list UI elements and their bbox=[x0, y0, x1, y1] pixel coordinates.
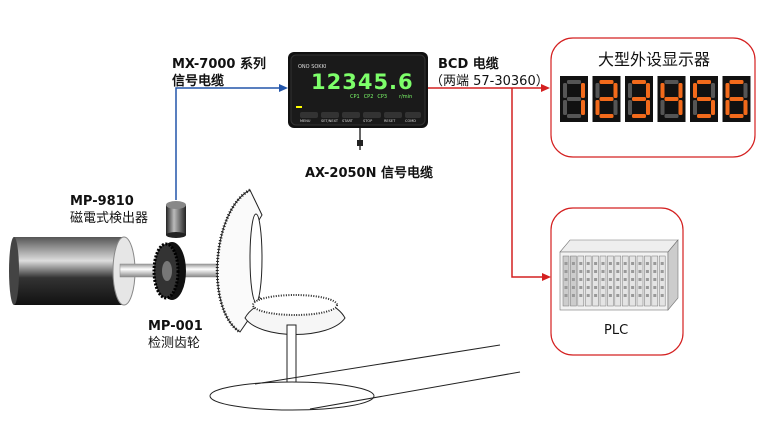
set-next-button[interactable]: SET/NEXT bbox=[321, 119, 339, 123]
segment-d bbox=[599, 114, 614, 118]
segment-e bbox=[595, 100, 600, 115]
segment-c bbox=[581, 100, 585, 115]
segment-e bbox=[725, 100, 730, 115]
mx-cable-label-2: 信号电缆 bbox=[172, 74, 225, 89]
sensor-label: MP-9810 bbox=[70, 194, 134, 209]
bcd-cable-label: BCD 电缆 bbox=[438, 57, 499, 72]
segment-f bbox=[595, 83, 600, 98]
mx-cable-label: MX-7000 系列 bbox=[172, 57, 267, 72]
device-reading: 12345.6 bbox=[311, 70, 414, 94]
segment-d bbox=[697, 114, 711, 118]
segment-g bbox=[729, 97, 744, 101]
segment-g bbox=[664, 97, 679, 101]
stop-button[interactable]: STOP bbox=[363, 119, 373, 123]
segment-g bbox=[632, 97, 646, 101]
gear-label-2: 检测齿轮 bbox=[148, 336, 201, 351]
detection-gear bbox=[152, 242, 186, 300]
mx-7000-display-unit: ONO SOKKI bbox=[288, 52, 428, 150]
segment-b bbox=[711, 83, 715, 98]
digit bbox=[657, 76, 686, 122]
plug-icon bbox=[357, 140, 363, 146]
gear-label: MP-001 bbox=[148, 319, 203, 334]
plc-icon bbox=[559, 239, 679, 311]
digit bbox=[560, 76, 588, 122]
segment-a bbox=[664, 80, 679, 84]
arrow-icon bbox=[542, 273, 551, 281]
indicator-cp3: CP3 bbox=[377, 94, 388, 100]
segment-a bbox=[729, 80, 744, 84]
segment-a bbox=[599, 80, 614, 84]
segment-d bbox=[567, 114, 581, 118]
start-button[interactable]: START bbox=[342, 119, 353, 123]
indicator-cp1: CP1 bbox=[350, 94, 360, 100]
segment-d bbox=[664, 114, 679, 118]
menu-button[interactable]: MENU bbox=[300, 119, 311, 123]
digit bbox=[690, 76, 718, 122]
bevel-gear-vertical bbox=[215, 188, 263, 334]
segment-f bbox=[660, 83, 665, 98]
segment-e bbox=[660, 100, 665, 115]
plc-label: PLC bbox=[604, 323, 629, 338]
segment-b bbox=[678, 83, 683, 98]
segment-g bbox=[697, 97, 711, 101]
seven-segment-display bbox=[560, 76, 751, 122]
arrow-icon bbox=[279, 84, 288, 92]
indicator-cp2: CP2 bbox=[363, 94, 374, 100]
segment-c bbox=[711, 100, 715, 115]
segment-f bbox=[725, 83, 730, 98]
segment-g bbox=[567, 97, 581, 101]
segment-a bbox=[632, 80, 646, 84]
digit bbox=[722, 76, 751, 122]
segment-b bbox=[646, 83, 650, 98]
unit: r/min bbox=[399, 94, 413, 100]
bevel-gear-horizontal bbox=[209, 294, 521, 411]
segment-f bbox=[628, 83, 632, 98]
segment-b bbox=[581, 83, 585, 98]
segment-a bbox=[567, 80, 581, 84]
segment-e bbox=[693, 100, 697, 115]
segment-b bbox=[743, 83, 748, 98]
segment-c bbox=[613, 100, 618, 115]
bcd-cable bbox=[428, 84, 551, 281]
segment-f bbox=[563, 83, 567, 98]
brand-logo: ONO SOKKI bbox=[298, 64, 326, 70]
segment-g bbox=[599, 97, 614, 101]
segment-d bbox=[632, 114, 646, 118]
segment-e bbox=[628, 100, 632, 115]
segment-c bbox=[743, 100, 748, 115]
segment-e bbox=[563, 100, 567, 115]
bcd-cable-label-2: （两端 57-30360） bbox=[430, 74, 549, 89]
mx-signal-cable bbox=[175, 84, 288, 200]
arrow-icon bbox=[541, 84, 550, 92]
ax-cable-label: AX-2050N 信号电缆 bbox=[305, 166, 434, 181]
pulley bbox=[209, 381, 375, 411]
belt bbox=[254, 344, 521, 410]
device-buttons: MENU SET/NEXT START STOP RESET COMD bbox=[300, 119, 423, 123]
sensor-mp-9810 bbox=[166, 201, 186, 238]
external-display-title: 大型外设显示器 bbox=[598, 50, 711, 69]
sensor-label-2: 磁電式検出器 bbox=[70, 211, 149, 226]
comd-button[interactable]: COMD bbox=[405, 119, 416, 123]
reset-button[interactable]: RESET bbox=[384, 119, 396, 123]
digit bbox=[592, 76, 621, 122]
segment-c bbox=[678, 100, 683, 115]
digit bbox=[625, 76, 653, 122]
segment-c bbox=[646, 100, 650, 115]
device-indicators: CP1 CP2 CP3 r/min bbox=[350, 94, 412, 100]
segment-d bbox=[729, 114, 744, 118]
segment-f bbox=[693, 83, 697, 98]
segment-a bbox=[697, 80, 711, 84]
segment-b bbox=[613, 83, 618, 98]
